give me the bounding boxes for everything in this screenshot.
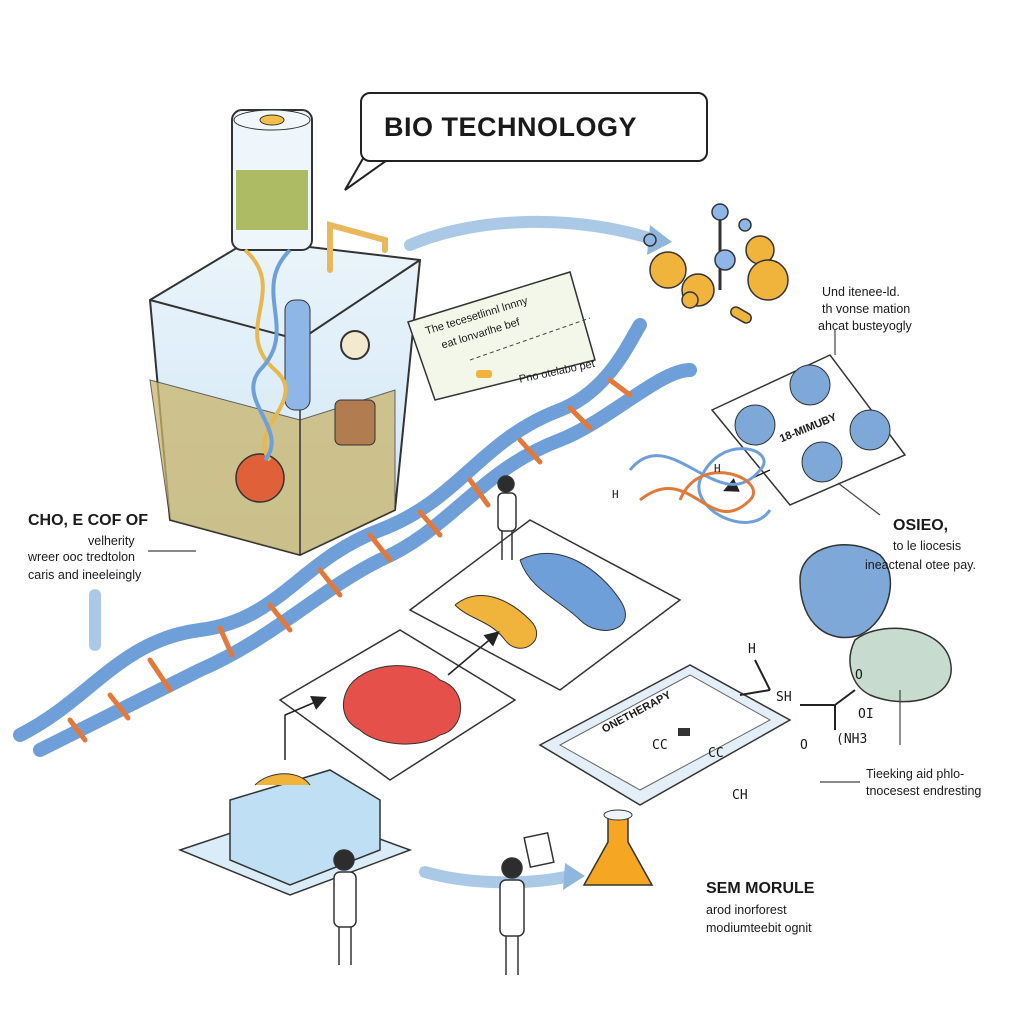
bottom-note-heading: SEM MORULE [706,880,815,897]
bubble-tail [344,154,391,191]
dna-label-h-2: H [714,462,721,475]
tumor-panel [278,629,517,781]
tracking-note-line-2: tnocesest endresting [866,784,982,798]
chem-label-ch: CH [732,788,748,803]
tracking-note-line-1: Tieeking aid phlo- [866,767,965,781]
left-note-line-2: wreer ooc tredtolon [28,550,136,564]
right-note-line-2: ineactenal otee pay. [865,558,976,572]
left-note-line-1: velherity [88,534,135,548]
page-title: BIO TECHNOLOGY [384,112,638,142]
arrow-head-bottom [563,863,585,890]
molecule-cluster [643,203,789,324]
bottom-note-line-2: modiumteebit ognit [706,921,812,935]
left-note-line-3: caris and ineeleingly [28,568,142,582]
connector-lines [148,330,901,783]
protein-structure-panel [408,519,682,691]
chem-label-cc-2: CC [708,746,724,761]
right-note-line-1: to le liocesis [893,539,962,553]
chem-label-o2: O [800,738,808,753]
main-dna-helix [13,318,697,757]
chem-label-nh3: (NH3 [836,732,868,747]
chem-bonds [739,659,856,730]
tangled-dna [628,447,772,524]
tank-dna-helix [243,248,292,462]
chem-label-h: H [748,642,756,657]
chem-label-o1: O [855,668,863,683]
flask [582,809,654,886]
chem-label-oi: OI [858,707,874,722]
bottom-note-line-1: arod inorforest [706,903,787,917]
top-right-note-line-1: Und itenee-ld. [822,285,900,299]
top-right-note-line-3: ahcat busteyogly [818,319,912,333]
cell-models [799,544,952,703]
left-note-heading: CHO, E COF OF [28,512,148,529]
culture-cylinder [231,109,388,273]
right-note-heading: OSIEO, [893,517,949,534]
title-bubble: BIO TECHNOLOGY [360,92,708,162]
tablet-device [538,664,792,806]
flow-arrows [89,215,661,889]
top-right-note-line-2: th vonse mation [822,302,911,316]
arrow-head-top [647,225,672,255]
dna-label-h-1: H [612,488,619,501]
protein-info-card [407,271,596,401]
scientists [333,475,555,975]
chem-label-cc-1: CC [652,738,668,753]
chem-label-sh: SH [776,690,792,705]
